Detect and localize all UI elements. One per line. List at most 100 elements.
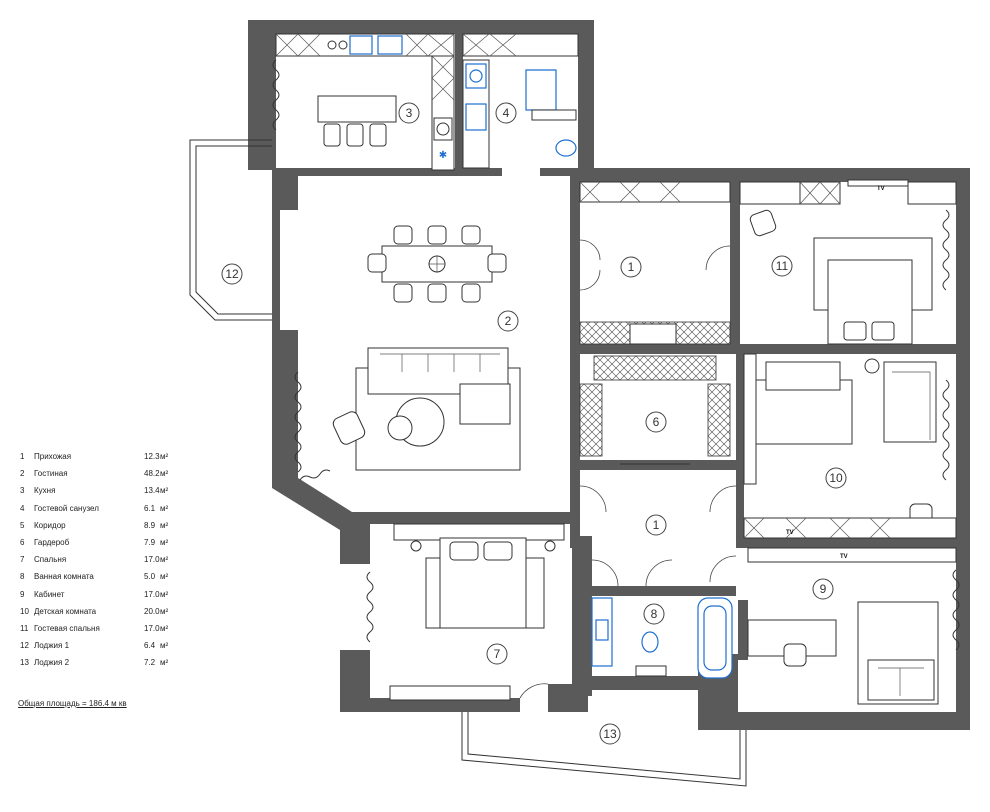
room-label-4: 4 <box>495 102 517 124</box>
legend-unit: м² <box>160 658 169 668</box>
legend-row: 13 Лоджия 2 7.2 м² <box>18 654 198 671</box>
svg-text:1: 1 <box>628 260 635 274</box>
svg-text:6: 6 <box>653 415 660 429</box>
room-label-7: 7 <box>486 643 508 665</box>
legend-name: Кабинет <box>34 589 65 599</box>
legend-name: Гостевая спальня <box>34 623 100 633</box>
legend-area: 5.0 <box>144 572 156 582</box>
svg-text:11: 11 <box>776 259 789 273</box>
legend-area: 20.0 <box>144 606 160 616</box>
room-label-11: 11 <box>771 255 793 277</box>
legend-name: Лоджия 1 <box>34 641 70 651</box>
kitchen: ✱ <box>272 33 455 171</box>
legend-name: Спальня <box>34 555 67 565</box>
legend-name: Прихожая <box>34 452 72 461</box>
legend-unit: м² <box>160 589 169 599</box>
svg-text:8: 8 <box>651 607 658 621</box>
kids-room: TV <box>743 353 957 539</box>
svg-text:TV: TV <box>786 530 794 536</box>
legend-unit: м² <box>160 641 169 651</box>
living-room <box>294 225 521 481</box>
legend-unit: м² <box>160 537 169 547</box>
svg-text:10: 10 <box>829 471 843 485</box>
legend-area: 7.2 <box>144 658 156 668</box>
legend-num: 5 <box>20 520 25 530</box>
svg-text:TV: TV <box>840 554 848 560</box>
dining-chairs <box>367 225 507 303</box>
total-area: Общая площадь = 186.4 м кв <box>18 699 127 708</box>
hallway-upper <box>579 181 731 345</box>
legend-name: Ванная комната <box>34 572 94 582</box>
legend-num: 4 <box>20 503 25 513</box>
svg-text:2: 2 <box>505 314 512 328</box>
legend-unit: м² <box>160 623 169 633</box>
legend-num: 1 <box>20 452 25 461</box>
legend-unit: м² <box>160 469 169 479</box>
svg-text:7: 7 <box>494 647 501 661</box>
legend-unit: м² <box>160 555 169 565</box>
legend-name: Коридор <box>34 520 66 530</box>
room-label-10: 10 <box>825 467 847 489</box>
svg-text:✱: ✱ <box>439 150 447 161</box>
legend-num: 9 <box>20 589 25 599</box>
legend-num: 10 <box>20 606 29 616</box>
legend-name: Детская комната <box>34 606 97 616</box>
wardrobe <box>579 355 731 465</box>
loggia-2 <box>461 712 747 787</box>
study: TV <box>747 547 960 705</box>
legend-name: Гостевой санузел <box>34 503 99 513</box>
legend-num: 2 <box>20 469 25 479</box>
loggia-1 <box>189 139 272 321</box>
walls <box>248 20 970 730</box>
legend-unit: м² <box>160 520 169 530</box>
legend-name: Кухня <box>34 486 56 496</box>
svg-text:4: 4 <box>503 106 510 120</box>
legend-num: 7 <box>20 555 25 565</box>
room-label-8: 8 <box>643 603 665 625</box>
guest-bedroom: TV <box>739 179 957 345</box>
legend-area: 17.0 <box>144 623 160 633</box>
legend-num: 13 <box>20 658 29 668</box>
legend-unit: м² <box>160 503 169 513</box>
legend-area: 17.0 <box>144 555 160 565</box>
legend-unit: м² <box>160 606 169 616</box>
room-label-13: 13 <box>599 723 621 745</box>
svg-text:3: 3 <box>406 106 413 120</box>
legend-row: 4 Гостевой санузел 6.1 м² <box>18 500 198 517</box>
legend-area: 12.3 <box>144 452 160 461</box>
legend-name: Гостиная <box>34 469 68 479</box>
legend-unit: м² <box>160 572 169 582</box>
svg-text:9: 9 <box>820 582 827 596</box>
svg-text:12: 12 <box>225 267 239 281</box>
legend-num: 3 <box>20 486 25 496</box>
legend-area: 6.4 <box>144 641 156 651</box>
svg-text:TV: TV <box>877 186 885 192</box>
room-label-1a: 1 <box>620 256 642 278</box>
guest-wc <box>462 33 579 169</box>
legend-name: Лоджия 2 <box>34 658 70 668</box>
legend-area: 6.1 <box>144 503 156 513</box>
legend-area: 17.0 <box>144 589 160 599</box>
legend-name: Гардероб <box>34 537 70 547</box>
room-label-3: 3 <box>398 102 420 124</box>
legend-area: 48.2 <box>144 469 160 479</box>
svg-text:13: 13 <box>603 727 617 741</box>
hallway-lower <box>579 485 737 587</box>
svg-text:1: 1 <box>653 518 660 532</box>
room-label-2: 2 <box>497 310 519 332</box>
room-label-6: 6 <box>645 411 667 433</box>
bathroom <box>591 597 733 679</box>
room-label-9: 9 <box>812 578 834 600</box>
legend-num: 6 <box>20 537 25 547</box>
legend-num: 12 <box>20 641 29 651</box>
legend-area: 13.4 <box>144 486 160 496</box>
